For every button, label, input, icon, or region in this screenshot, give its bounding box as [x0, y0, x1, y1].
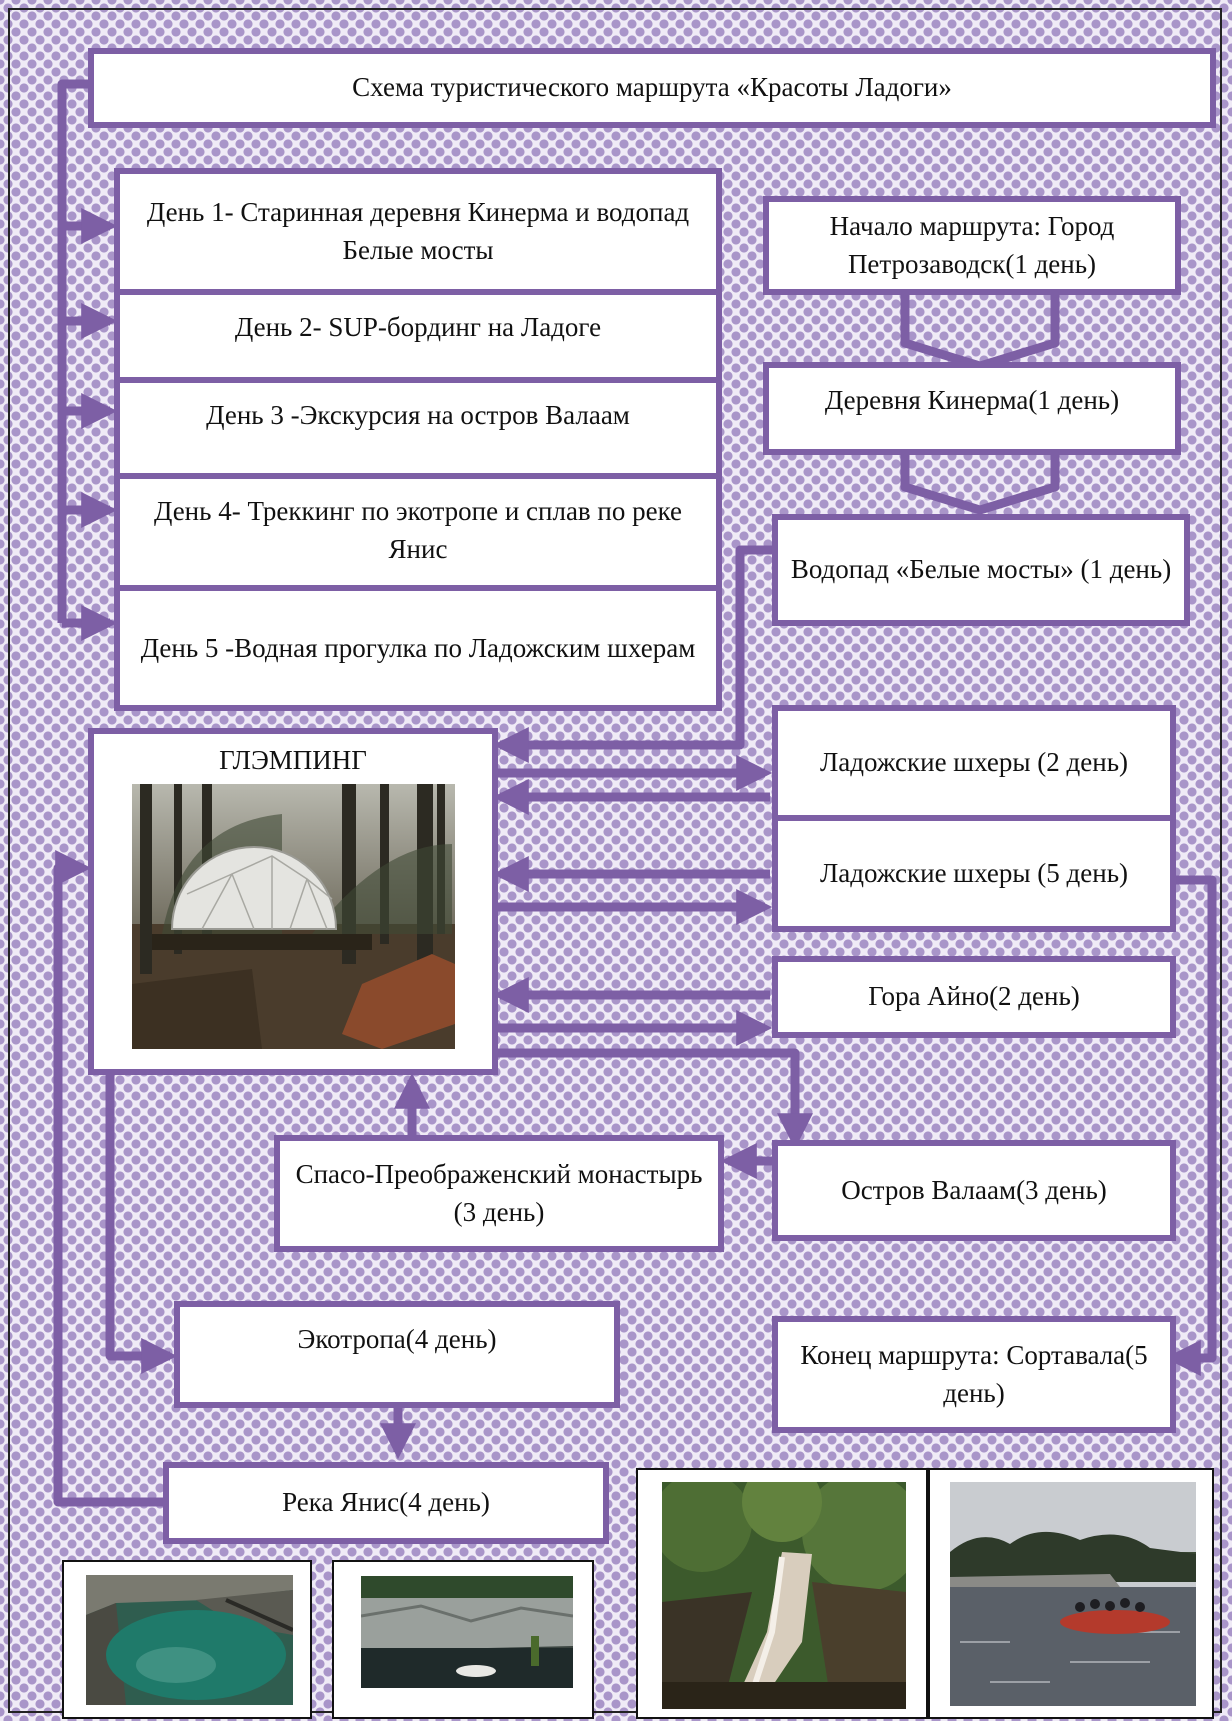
day-3-box: День 3 -Экскурсия на остров Валаам — [114, 377, 722, 479]
waterfall-photo-card — [636, 1468, 928, 1719]
route-start-box: Начало маршрута: Город Петрозаводск(1 де… — [763, 196, 1181, 295]
skerries-boat-photo — [950, 1482, 1196, 1706]
marble-canyon-photo-card — [332, 1560, 594, 1719]
title-bracket-line — [57, 79, 90, 623]
arrow-yanis-to-glamping — [53, 850, 165, 1507]
arrow-waterfall-to-glamping — [492, 545, 774, 763]
route-yanis-box: Река Янис(4 день) — [163, 1462, 609, 1544]
route-waterfall-box: Водопад «Белые мосты» (1 день) — [772, 514, 1190, 626]
route-skerries-day2-box: Ладожские шхеры (2 день) — [772, 705, 1176, 821]
day-1-box: День 1- Старинная деревня Кинерма и водо… — [114, 168, 722, 295]
route-kinerma-box: Деревня Кинерма(1 день) — [763, 362, 1181, 455]
glamping-box: ГЛЭМПИНГ — [88, 728, 498, 1075]
page-frame — [8, 8, 1222, 1713]
day-4-box: День 4- Треккинг по экотропе и сплав по … — [114, 473, 722, 591]
white-bridges-waterfall-photo — [662, 1482, 906, 1709]
arrow-start-to-kinerma — [900, 292, 1060, 371]
day-2-box: День 2- SUP-бординг на Ладоге — [114, 289, 722, 383]
route-valaam-box: Остров Валаам(3 день) — [772, 1140, 1176, 1241]
day-5-box: День 5 -Водная прогулка по Ладожским шхе… — [114, 585, 722, 711]
route-aino-box: Гора Айно(2 день) — [772, 956, 1176, 1038]
marble-canyon-photo — [361, 1576, 573, 1688]
diagram-title: Схема туристического маршрута «Красоты Л… — [88, 48, 1216, 128]
arrow-skerries5-to-end — [1164, 875, 1217, 1376]
arrow-glamping-to-ecotrail — [105, 1070, 178, 1374]
glamping-title: ГЛЭМПИНГ — [219, 745, 367, 775]
route-ecotrail-box: Экотропа(4 день) — [174, 1301, 620, 1408]
arrow-glamping-to-valaam — [495, 1048, 813, 1150]
arrow-kinerma-to-waterfall — [900, 452, 1060, 515]
route-monastery-box: Спасо-Преображенский монастырь (3 день) — [274, 1135, 724, 1252]
glamping-dome-photo — [132, 784, 455, 1049]
quarry-lake-photo — [86, 1575, 293, 1705]
route-end-box: Конец маршрута: Сортавала(5 день) — [772, 1316, 1176, 1433]
route-skerries-day5-box: Ладожские шхеры (5 день) — [772, 815, 1176, 932]
skerries-boat-photo-card — [928, 1468, 1214, 1719]
quarry-photo-card — [62, 1560, 312, 1719]
